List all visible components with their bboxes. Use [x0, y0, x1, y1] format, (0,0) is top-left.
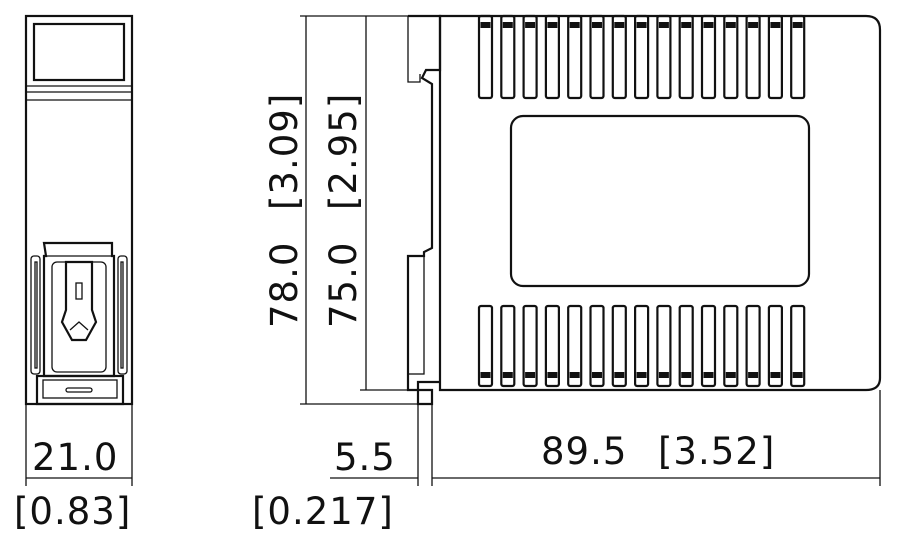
vent-slot: [633, 304, 650, 388]
vent-slot-tab: [681, 372, 692, 378]
vent-slot: [656, 14, 672, 100]
front-view: [24, 14, 134, 406]
total-height-in: [3.09]: [263, 93, 306, 210]
vent-slot: [723, 304, 739, 388]
vent-slot-tab: [592, 22, 602, 28]
vent-slot: [678, 14, 694, 100]
vent-slot: [477, 304, 494, 388]
vent-slot-tab: [480, 372, 491, 378]
depth-in: [3.52]: [658, 430, 775, 473]
vent-slot-tab: [748, 372, 759, 378]
vent-slot: [723, 14, 739, 100]
vent-slot: [700, 14, 717, 100]
vent-slot-tab: [569, 372, 580, 378]
vent-slot: [611, 14, 627, 100]
vent-slot-tab: [636, 22, 647, 28]
height-dimensions: 78.0 [3.09] 75.0 [2.95]: [263, 15, 418, 405]
vent-slot-tab: [614, 372, 625, 378]
side-housing: [438, 14, 882, 392]
vent-slot-tab: [681, 22, 692, 28]
depth-dimensions: 5.5 [0.217] 89.5 [3.52]: [252, 390, 881, 533]
vent-slot: [544, 14, 561, 100]
vent-slot-tab: [592, 372, 602, 378]
vent-slot: [567, 14, 583, 100]
body-height-mm: 75.0: [322, 242, 365, 328]
vent-slot-tab: [703, 22, 714, 28]
vent-slot-tab: [658, 372, 669, 378]
din-clip-profile: [406, 14, 442, 406]
vent-slot-tab: [703, 372, 714, 378]
total-height-mm: 78.0: [263, 242, 306, 328]
vent-slot-tab: [547, 22, 558, 28]
front-body: [24, 14, 134, 406]
side-label-area: [509, 114, 811, 288]
vent-slot: [567, 304, 583, 388]
vent-slot-tab: [569, 22, 580, 28]
vent-slot-tab: [614, 22, 625, 28]
vent-slot-tab: [792, 372, 803, 378]
vent-slot: [589, 304, 605, 388]
vent-slot: [700, 304, 717, 388]
side-view: [406, 14, 882, 406]
rail-offset-in: [0.217]: [252, 490, 394, 533]
vent-slot-tab: [502, 22, 513, 28]
vent-slot-tab: [480, 22, 491, 28]
vent-slot-tab: [770, 22, 781, 28]
vent-slot: [633, 14, 650, 100]
vent-slot-tab: [636, 372, 647, 378]
vent-slot: [544, 304, 561, 388]
vent-slot: [656, 304, 672, 388]
vent-slot: [500, 14, 516, 100]
vent-slot: [745, 14, 761, 100]
vent-slot: [678, 304, 694, 388]
vent-slot: [790, 14, 806, 100]
vent-slot: [589, 14, 605, 100]
vent-slot-tab: [770, 372, 781, 378]
vent-slot: [745, 304, 761, 388]
front-width-mm: 21.0: [32, 436, 118, 479]
vent-slots-bottom: [477, 304, 806, 388]
vent-slots-top: [477, 14, 806, 100]
front-clip-left: [30, 255, 41, 375]
vent-slot-tab: [725, 22, 736, 28]
vent-slot: [522, 14, 538, 100]
vent-slot: [767, 14, 784, 100]
vent-slot-tab: [792, 22, 803, 28]
rail-offset-mm: 5.5: [334, 436, 396, 479]
vent-slot-tab: [725, 372, 736, 378]
vent-slot-tab: [525, 22, 536, 28]
front-clip-right: [117, 255, 128, 375]
vent-slot: [767, 304, 784, 388]
vent-slot: [500, 304, 516, 388]
depth-mm: 89.5: [541, 430, 627, 473]
vent-slot-tab: [748, 22, 759, 28]
vent-slot: [477, 14, 494, 100]
vent-slot-tab: [525, 372, 536, 378]
vent-slot-tab: [658, 22, 669, 28]
vent-slot: [522, 304, 538, 388]
front-width-dimension: 21.0 [0.83]: [14, 404, 133, 533]
vent-slot: [790, 304, 806, 388]
front-width-in: [0.83]: [14, 490, 131, 533]
front-foot: [35, 374, 125, 406]
vent-slot-tab: [502, 372, 513, 378]
vent-slot-tab: [547, 372, 558, 378]
front-label-window: [32, 22, 126, 82]
body-height-in: [2.95]: [322, 93, 365, 210]
vent-slot: [611, 304, 627, 388]
